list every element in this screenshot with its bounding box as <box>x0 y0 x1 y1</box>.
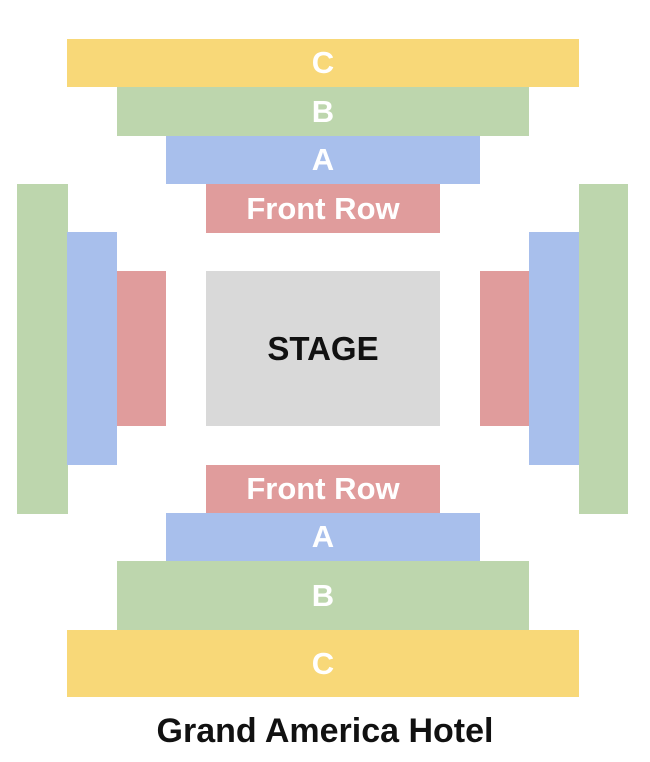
section-label: C <box>311 45 335 80</box>
section-front-row-left[interactable] <box>117 271 166 426</box>
section-b-top[interactable]: B <box>117 87 529 136</box>
section-label: A <box>311 142 335 177</box>
section-label: C <box>311 645 335 681</box>
section-front-row-right[interactable] <box>480 271 529 426</box>
section-c-bottom[interactable]: C <box>67 630 579 697</box>
section-front-row-bottom[interactable]: Front Row <box>206 465 440 513</box>
section-front-row-top[interactable]: Front Row <box>206 184 440 233</box>
section-label: B <box>311 93 335 129</box>
section-a-top[interactable]: A <box>166 136 480 184</box>
section-label: B <box>311 577 335 613</box>
section-a-bottom[interactable]: A <box>166 513 480 561</box>
section-label: A <box>311 519 335 554</box>
section-c-top[interactable]: C <box>67 39 579 87</box>
section-b-bottom[interactable]: B <box>117 561 529 630</box>
stage: STAGE <box>206 271 440 426</box>
section-b-right[interactable] <box>579 184 628 514</box>
section-a-right[interactable] <box>529 232 579 465</box>
section-b-left[interactable] <box>17 184 68 514</box>
section-label: Front Row <box>246 190 400 226</box>
venue-title: Grand America Hotel <box>156 712 494 750</box>
section-label: Front Row <box>246 471 400 506</box>
section-a-left[interactable] <box>67 232 117 465</box>
stage-label: STAGE <box>267 329 379 367</box>
